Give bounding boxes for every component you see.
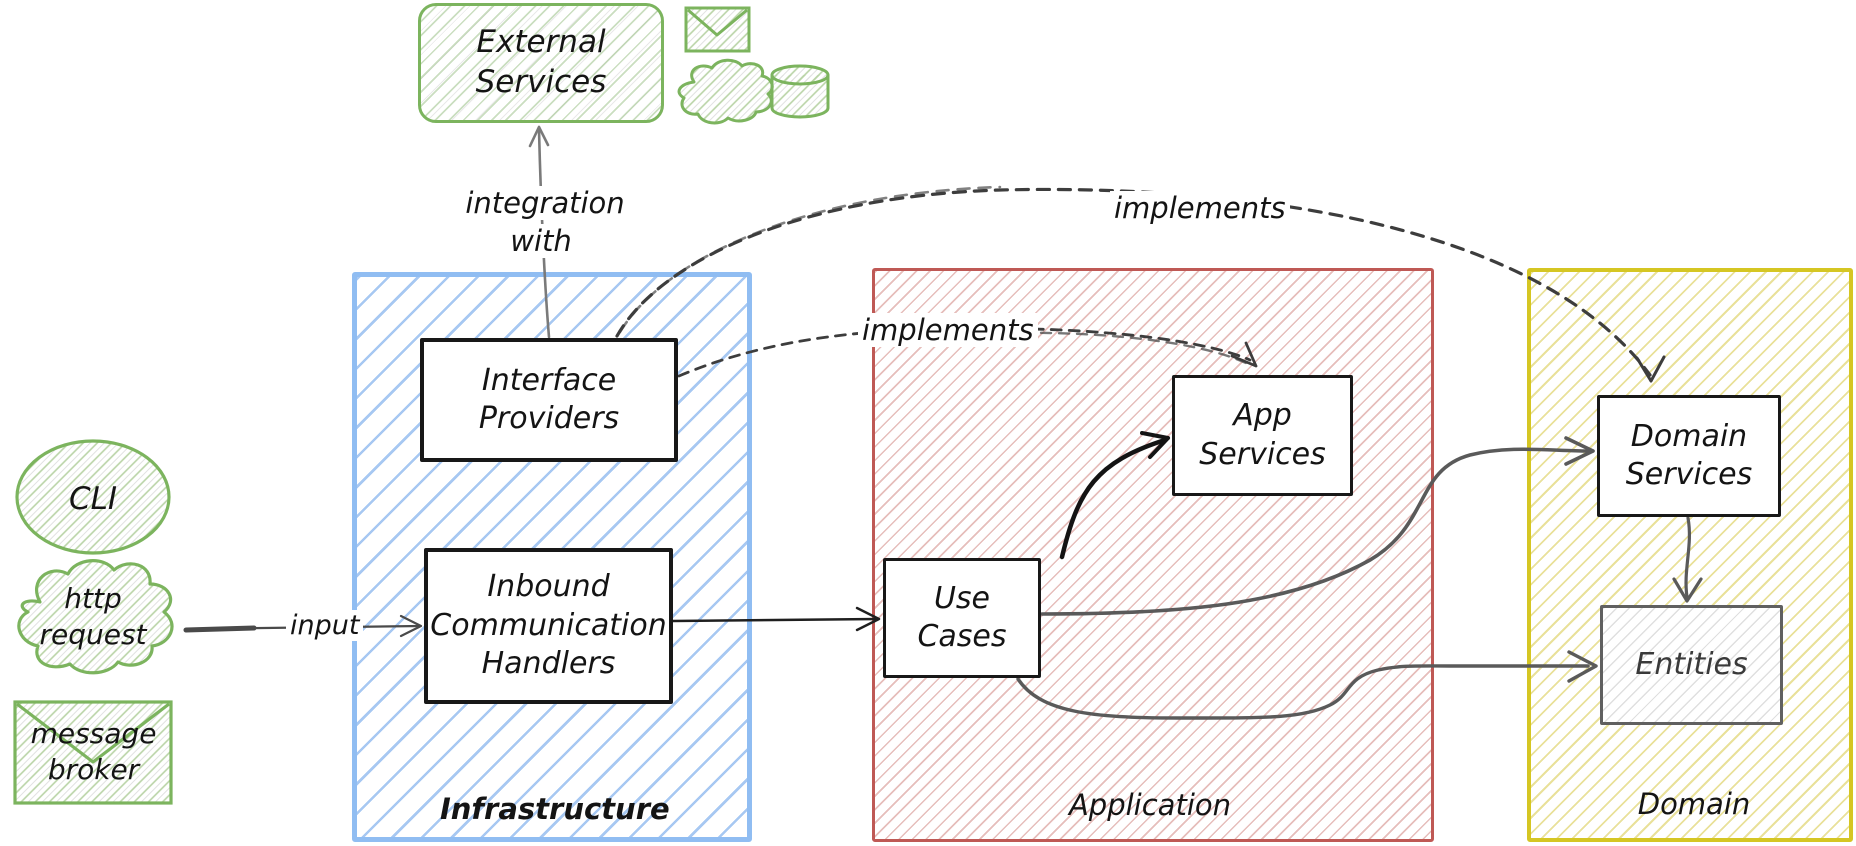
node-external-services: External Services: [418, 3, 664, 123]
region-label-application: Application: [1068, 788, 1232, 822]
cli-label: CLI: [68, 481, 118, 517]
arrow-domain-services-to-entities: [1672, 516, 1703, 603]
use-cases-label: Use Cases: [917, 580, 1007, 654]
node-app-services: App Services: [1172, 375, 1353, 496]
cloud-icon: [677, 58, 774, 125]
region-application: [872, 268, 1434, 842]
envelope-icon: [684, 6, 751, 53]
http-request-cloud-shape: [17, 559, 174, 675]
edge-label-integration-with: integration with: [428, 185, 658, 260]
message-broker-label: message broker: [30, 717, 157, 787]
region-domain: [1527, 268, 1853, 842]
arrow-implements-top: [615, 185, 1666, 383]
arrow-use-cases-to-entities: [1016, 650, 1598, 720]
arrow-use-cases-to-domain-services: [1040, 436, 1595, 616]
message-broker-envelope-shape: [13, 700, 173, 805]
region-label-infrastructure: Infrastructure: [440, 792, 670, 826]
arrow-use-cases-to-app-services: [1059, 431, 1170, 560]
node-interface-providers: Interface Providers: [420, 338, 678, 462]
inbound-handlers-label: Inbound Communication Handlers: [430, 569, 667, 682]
edge-label-input: input: [286, 608, 364, 643]
region-label-domain: Domain: [1637, 787, 1751, 821]
cli-ellipse-shape: [15, 439, 171, 555]
edge-label-implements-mid: implements: [858, 312, 1038, 350]
external-services-label: External Services: [475, 24, 607, 100]
domain-services-label: Domain Services: [1625, 418, 1753, 492]
node-entities: Entities: [1600, 605, 1783, 725]
app-services-label: App Services: [1199, 398, 1326, 472]
interface-providers-label: Interface Providers: [478, 362, 620, 436]
node-inbound-communication-handlers: Inbound Communication Handlers: [424, 548, 673, 704]
http-request-label: http request: [39, 582, 147, 652]
node-domain-services: Domain Services: [1597, 395, 1781, 517]
arrow-handlers-to-use-cases: [671, 606, 881, 632]
edge-label-implements-top: implements: [1110, 190, 1290, 228]
node-use-cases: Use Cases: [883, 558, 1041, 678]
entities-label: Entities: [1635, 646, 1748, 682]
database-icon: [770, 64, 830, 119]
